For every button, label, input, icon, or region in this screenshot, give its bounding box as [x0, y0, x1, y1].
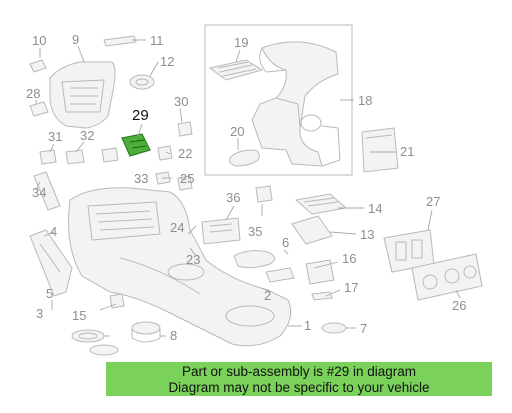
tray-2 — [233, 250, 275, 269]
trim-10 — [29, 59, 47, 73]
banner-line-1: Part or sub-assembly is #29 in diagram — [181, 364, 417, 379]
callout-8: 8 — [170, 328, 177, 343]
callout-31: 31 — [48, 129, 62, 144]
callout-34: 34 — [32, 185, 46, 200]
callout-6: 6 — [282, 235, 289, 250]
plug-30 — [177, 121, 193, 137]
grille-14 — [294, 193, 348, 215]
center-console-1 — [68, 187, 292, 347]
ring-7 — [321, 322, 347, 334]
bracket-16 — [305, 259, 335, 285]
mat-6 — [265, 267, 295, 283]
vent-11 — [103, 35, 137, 47]
lid-21 — [361, 127, 399, 173]
highlighted-part-29 — [121, 133, 151, 157]
callout-32: 32 — [80, 128, 94, 143]
part-info-banner: Part or sub-assembly is #29 in diagram D… — [106, 362, 492, 396]
knob-12 — [129, 74, 155, 90]
callout-30: 30 — [174, 94, 188, 109]
callout-29: 29 — [132, 107, 149, 124]
callout-15: 15 — [72, 308, 86, 323]
armrest-pad-19 — [208, 59, 264, 81]
callout-5: 5 — [46, 286, 53, 301]
callout-13: 13 — [360, 227, 374, 242]
callout-28: 28 — [26, 86, 40, 101]
banner-line-2: Diagram may not be specific to your vehi… — [168, 380, 430, 395]
clip-28 — [29, 101, 49, 117]
mat-13 — [291, 215, 333, 245]
callout-9: 9 — [72, 32, 79, 47]
cup-holder-15 — [71, 329, 119, 356]
switch-31 — [39, 149, 57, 165]
callout-4: 4 — [50, 224, 57, 239]
callout-16: 16 — [342, 251, 356, 266]
panel-36 — [201, 217, 241, 245]
callout-19: 19 — [234, 35, 248, 50]
side-panel-3 — [29, 229, 73, 297]
armrest-assembly — [251, 41, 341, 167]
bezel-9 — [49, 61, 116, 129]
callout-33: 33 — [134, 171, 148, 186]
callout-17: 17 — [344, 280, 358, 295]
callout-20: 20 — [230, 124, 244, 139]
callout-18: 18 — [358, 93, 372, 108]
control-panel-26 — [411, 253, 483, 301]
mat-20 — [229, 149, 260, 167]
leader-lines — [35, 39, 461, 337]
plug-25 — [177, 175, 193, 191]
switch-32 — [65, 149, 85, 165]
plug-22 — [157, 145, 173, 161]
callout-36: 36 — [226, 190, 240, 205]
callout-11: 11 — [150, 33, 164, 48]
callout-12: 12 — [160, 54, 174, 69]
clip-17 — [311, 291, 333, 301]
callout-35: 35 — [248, 224, 262, 239]
trim-34 — [33, 171, 61, 211]
callout-7: 7 — [360, 321, 367, 336]
callout-10: 10 — [32, 33, 46, 48]
callout-25: 25 — [180, 171, 194, 186]
plug-32b — [101, 147, 119, 163]
callout-21: 21 — [400, 144, 414, 159]
callout-2: 2 — [264, 288, 271, 303]
callout-3: 3 — [36, 306, 43, 321]
callout-26: 26 — [452, 298, 466, 313]
callout-14: 14 — [368, 201, 382, 216]
callout-22: 22 — [178, 146, 192, 161]
mat-8 — [131, 321, 161, 343]
callout-1: 1 — [304, 318, 311, 333]
switch-35 — [255, 185, 273, 203]
callout-24: 24 — [170, 220, 184, 235]
callout-23: 23 — [186, 252, 200, 267]
callout-27: 27 — [426, 194, 440, 209]
